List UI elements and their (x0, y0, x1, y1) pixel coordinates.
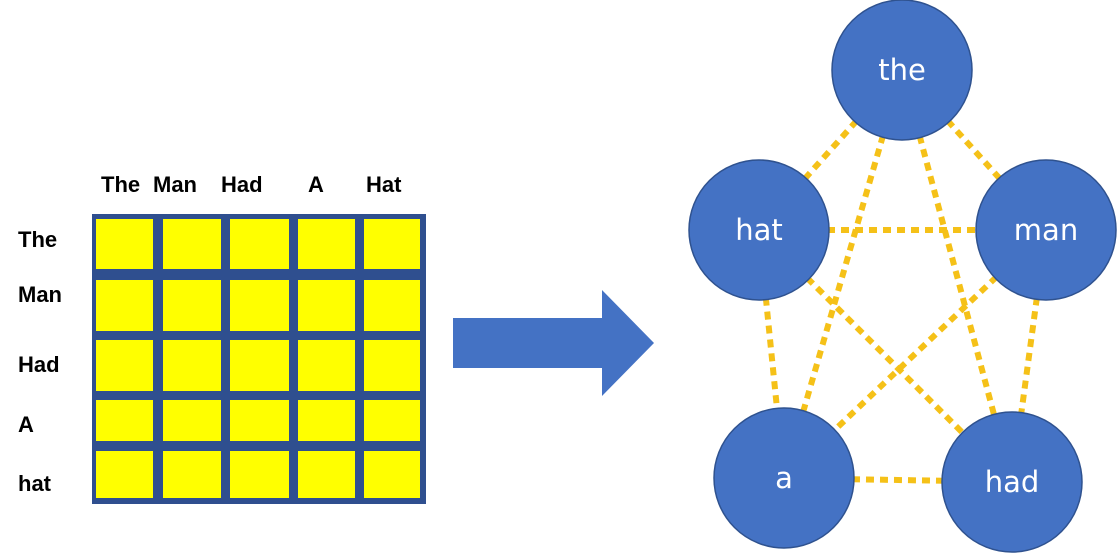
matrix-cell (364, 451, 420, 498)
matrix-row-label: hat (18, 471, 52, 496)
graph-edges (762, 118, 1040, 484)
node-label: hat (735, 213, 783, 247)
matrix-cell (298, 280, 355, 331)
matrix-cell (230, 400, 289, 441)
matrix-row-label: Man (18, 282, 62, 307)
node-label: a (775, 461, 793, 495)
node-label: man (1014, 213, 1078, 247)
matrix-cell (364, 280, 420, 331)
matrix-cell (96, 280, 153, 331)
graph-edge-the-a (800, 134, 886, 414)
graph-edge-the-had (916, 134, 998, 418)
graph-edge-a-had (851, 476, 945, 484)
matrix-cell (364, 219, 420, 269)
graph-node-hat: hat (688, 159, 830, 301)
matrix-cell (230, 340, 289, 391)
graph-edge-man-a (831, 274, 999, 434)
node-circle (941, 411, 1083, 553)
matrix-cell (364, 400, 420, 441)
matrix-cell (96, 400, 153, 441)
matrix-cell (230, 451, 289, 498)
graph-edge-the-hat (802, 118, 859, 182)
node-circle (975, 159, 1117, 301)
matrix-cell (163, 451, 221, 498)
graph-node-a: a (713, 407, 855, 549)
graph-edge-man-had (1018, 296, 1040, 416)
matrix-cell (96, 219, 153, 269)
matrix-cell (364, 340, 420, 391)
graph-node-had: had (941, 411, 1083, 553)
graph-edge-hat-had (805, 275, 966, 437)
node-circle (688, 159, 830, 301)
matrix-cell (163, 340, 221, 391)
node-circle (831, 0, 973, 141)
matrix-cell (298, 340, 355, 391)
matrix-row-label: The (18, 227, 57, 252)
matrix-cell (230, 280, 289, 331)
matrix-column-label: A (308, 172, 324, 197)
graph-node-the: the (831, 0, 973, 141)
matrix-cell (298, 451, 355, 498)
matrix-cell (298, 219, 355, 269)
graph-edge-hat-a (762, 297, 781, 411)
right-arrow-icon (453, 290, 654, 396)
node-label: the (878, 53, 926, 87)
graph-node-man: man (975, 159, 1117, 301)
matrix-column-label: The (101, 172, 140, 197)
matrix-cell (96, 451, 153, 498)
matrix-column-label: Man (153, 172, 197, 197)
matrix-cell (230, 219, 289, 269)
matrix-row-label: Had (18, 352, 60, 377)
graph-nodes: the hat man a had (688, 0, 1117, 553)
matrix-cell (163, 400, 221, 441)
matrix-cell (163, 219, 221, 269)
matrix-row-label: A (18, 412, 34, 437)
node-circle (713, 407, 855, 549)
graph-edge-the-man (945, 118, 1003, 182)
matrix-column-label: Had (221, 172, 263, 197)
matrix-cell (298, 400, 355, 441)
matrix-cell (96, 340, 153, 391)
matrix-column-label: Hat (366, 172, 402, 197)
node-label: had (985, 465, 1040, 499)
matrix-cell (163, 280, 221, 331)
